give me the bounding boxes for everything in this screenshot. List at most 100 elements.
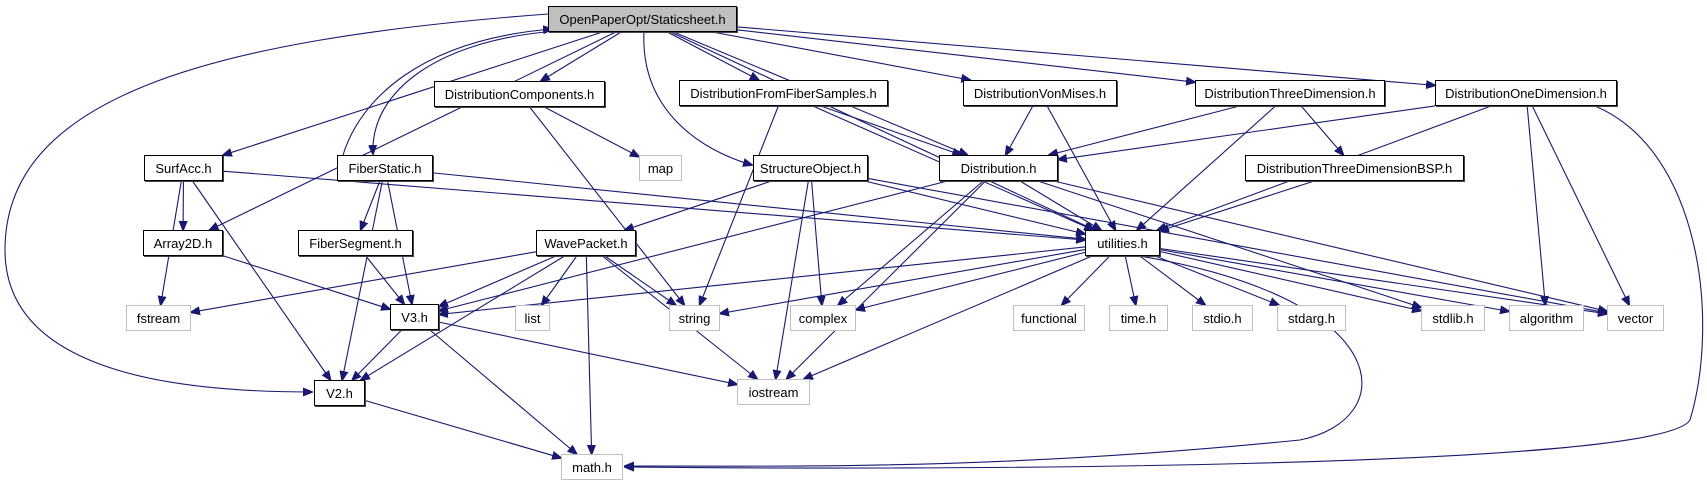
node-stdlib[interactable]: stdlib.h: [1421, 305, 1485, 331]
edge-utilities-to-time: [1124, 255, 1135, 305]
edge-distribution-to-stdlib: [1037, 180, 1421, 307]
node-label: FiberStatic.h: [348, 160, 422, 176]
edge-root-to-fiberstatic: [373, 30, 557, 154]
edge-structureobject-to-utilities: [864, 180, 1085, 234]
edge-distributiononedimension-to-math: [625, 105, 1704, 468]
edge-distribution-to-vector: [1053, 180, 1607, 311]
edge-surfacc-to-utilities: [222, 170, 1085, 240]
edge-wavepacket-to-v3: [439, 255, 557, 306]
node-root[interactable]: OpenPaperOpt/Staticsheet.h: [548, 6, 737, 32]
edge-root-to-distributiononedimension: [736, 26, 1435, 85]
node-fiberstatic[interactable]: FiberStatic.h: [337, 155, 433, 181]
edge-distributionvonmises-to-distribution: [1006, 105, 1034, 155]
node-label: V3.h: [401, 309, 428, 325]
edge-wavepacket-to-math: [585, 255, 591, 454]
node-algorithm[interactable]: algorithm: [1509, 305, 1584, 331]
node-label: complex: [798, 310, 848, 326]
edge-distributionfromfibersamples-to-distribution: [820, 105, 961, 155]
node-list[interactable]: list: [515, 305, 550, 331]
edge-distributionthreedimension-to-distribution: [1049, 105, 1240, 155]
node-fibersegment[interactable]: FiberSegment.h: [298, 230, 413, 256]
edge-utilities-to-functional: [1062, 255, 1111, 305]
node-label: map: [647, 160, 674, 176]
edge-distributioncomponents-to-map: [544, 106, 639, 157]
edge-distributionthreedimension-to-distributionthreedimensionbsp: [1300, 105, 1343, 155]
node-label: algorithm: [1519, 310, 1574, 326]
node-v3[interactable]: V3.h: [390, 304, 439, 330]
node-v2[interactable]: V2.h: [314, 380, 365, 406]
node-label: DistributionThreeDimension.h: [1204, 85, 1376, 101]
edge-structureobject-to-wavepacket: [625, 180, 772, 230]
edge-structureobject-to-complex: [811, 180, 822, 305]
node-label: V2.h: [326, 385, 353, 401]
node-functional[interactable]: functional: [1013, 305, 1085, 331]
edge-fiberstatic-to-v2: [342, 180, 383, 380]
edge-v2-to-math: [364, 399, 561, 457]
edge-root-to-v2: [4, 13, 549, 392]
node-distributionthreedimension[interactable]: DistributionThreeDimension.h: [1195, 80, 1385, 106]
node-label: utilities.h: [1097, 235, 1148, 251]
node-distributionvonmises[interactable]: DistributionVonMises.h: [963, 80, 1117, 106]
node-iostream[interactable]: iostream: [737, 379, 810, 405]
edge-surfacc-to-v2: [192, 180, 331, 380]
edge-root-to-utilities: [670, 31, 1094, 230]
node-label: time.h: [1120, 310, 1157, 326]
edge-distributionfromfibersamples-to-string: [700, 105, 779, 305]
edge-distributiononedimension-to-vector: [1531, 105, 1629, 305]
node-stdarg[interactable]: stdarg.h: [1277, 305, 1346, 331]
edge-root-to-surfacc: [223, 31, 603, 155]
edge-utilities-to-iostream: [804, 255, 1093, 379]
node-array2d[interactable]: Array2D.h: [143, 230, 223, 256]
edge-utilities-to-math: [625, 255, 1363, 466]
edge-utilities-to-complex: [856, 251, 1086, 309]
edge-distributioncomponents-to-string: [529, 106, 685, 305]
node-label: Distribution.h: [960, 160, 1037, 176]
edge-v3-to-math: [429, 329, 577, 454]
node-label: Array2D.h: [153, 235, 213, 251]
edge-utilities-to-vector: [1159, 247, 1607, 313]
node-distributiononedimension[interactable]: DistributionOneDimension.h: [1435, 80, 1617, 106]
node-label: functional: [1021, 310, 1077, 326]
node-surfacc[interactable]: SurfAcc.h: [144, 155, 223, 181]
edge-utilities-to-string: [720, 249, 1086, 314]
node-label: SurfAcc.h: [155, 160, 212, 176]
node-stdio[interactable]: stdio.h: [1192, 305, 1253, 331]
node-distributioncomponents[interactable]: DistributionComponents.h: [434, 81, 605, 107]
node-distributionthreedimensionbsp[interactable]: DistributionThreeDimensionBSP.h: [1245, 155, 1464, 181]
edge-utilities-to-algorithm: [1159, 249, 1509, 312]
edge-root-to-distributionfromfibersamples: [667, 31, 758, 80]
node-label: DistributionComponents.h: [444, 86, 595, 102]
node-structureobject[interactable]: StructureObject.h: [753, 155, 868, 181]
edge-wavepacket-to-string: [604, 255, 676, 305]
node-utilities[interactable]: utilities.h: [1085, 230, 1160, 256]
node-label: stdio.h: [1203, 310, 1242, 326]
edge-fiberstatic-to-utilities: [432, 172, 1085, 239]
node-label: list: [524, 310, 541, 326]
edge-wavepacket-to-v2: [361, 255, 565, 380]
node-fstream[interactable]: fstream: [126, 305, 191, 331]
edge-v3-to-iostream: [438, 321, 737, 384]
edge-root-to-distributionthreedimension: [736, 29, 1195, 82]
edge-structureobject-to-iostream: [776, 180, 809, 379]
edge-distribution-to-complex: [838, 180, 984, 305]
node-label: string: [678, 310, 711, 326]
edge-fiberstatic-to-root: [342, 29, 552, 156]
edge-utilities-to-stdio: [1139, 255, 1205, 305]
node-math[interactable]: math.h: [561, 454, 623, 480]
node-distribution[interactable]: Distribution.h: [939, 155, 1058, 181]
node-label: FiberSegment.h: [309, 235, 402, 251]
node-wavepacket[interactable]: WavePacket.h: [536, 230, 636, 256]
edge-array2d-to-v3: [222, 255, 390, 309]
node-distributionfromfibersamples[interactable]: DistributionFromFiberSamples.h: [679, 80, 888, 106]
edge-distributiononedimension-to-distribution: [1058, 105, 1436, 160]
node-map[interactable]: map: [639, 155, 682, 181]
edge-root-to-distributioncomponents: [541, 31, 622, 81]
node-label: WavePacket.h: [544, 235, 628, 251]
node-string[interactable]: string: [669, 305, 720, 331]
node-vector[interactable]: vector: [1607, 305, 1664, 331]
edge-distributionthreedimensionbsp-to-utilities: [1160, 180, 1315, 231]
node-complex[interactable]: complex: [790, 305, 856, 331]
edge-root-to-distributionvonmises: [712, 31, 970, 80]
node-time[interactable]: time.h: [1109, 305, 1168, 331]
edge-wavepacket-to-fstream: [191, 251, 537, 313]
